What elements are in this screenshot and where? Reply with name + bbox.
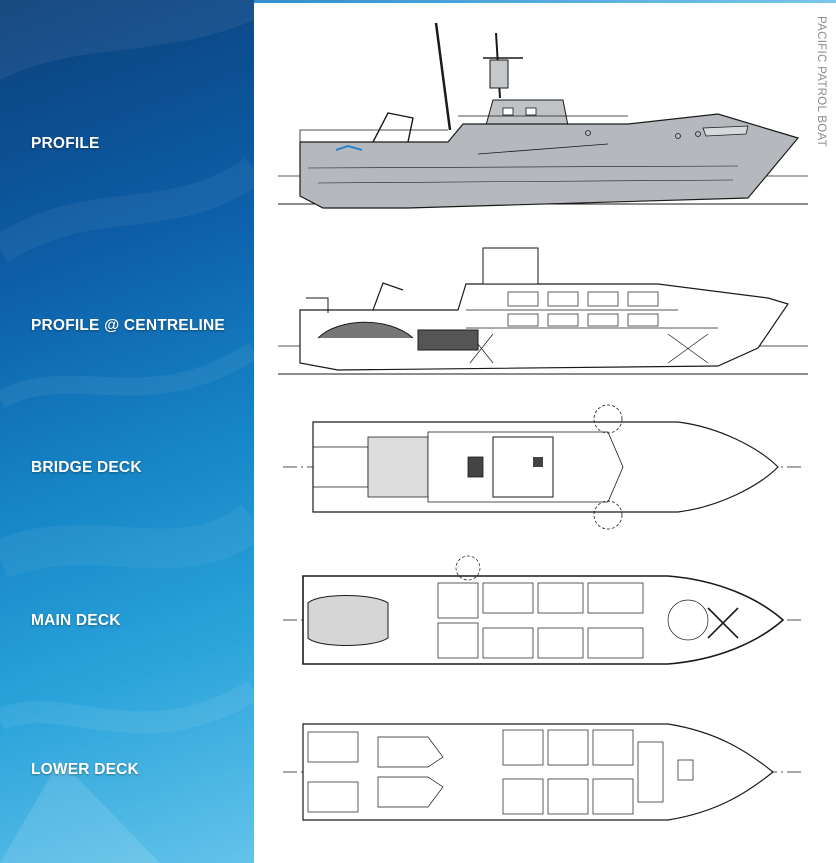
sidebar-panel: PROFILE PROFILE @ CENTRELINE BRIDGE DECK…	[0, 0, 254, 863]
main-deck-drawing	[283, 555, 803, 665]
lower-deck-drawing	[283, 723, 803, 821]
label-profile-centreline: PROFILE @ CENTRELINE	[31, 317, 225, 334]
label-bridge-deck: BRIDGE DECK	[31, 459, 142, 476]
label-lower-deck: LOWER DECK	[31, 761, 139, 778]
label-profile: PROFILE	[31, 135, 100, 152]
label-main-deck: MAIN DECK	[31, 612, 121, 629]
bridge-deck-drawing	[283, 404, 803, 530]
wave-background	[0, 0, 254, 863]
vertical-title: PACIFIC PATROL BOAT	[815, 16, 827, 147]
profile-centreline-drawing	[278, 247, 808, 375]
profile-drawing	[278, 22, 808, 209]
top-accent-line	[254, 0, 836, 3]
